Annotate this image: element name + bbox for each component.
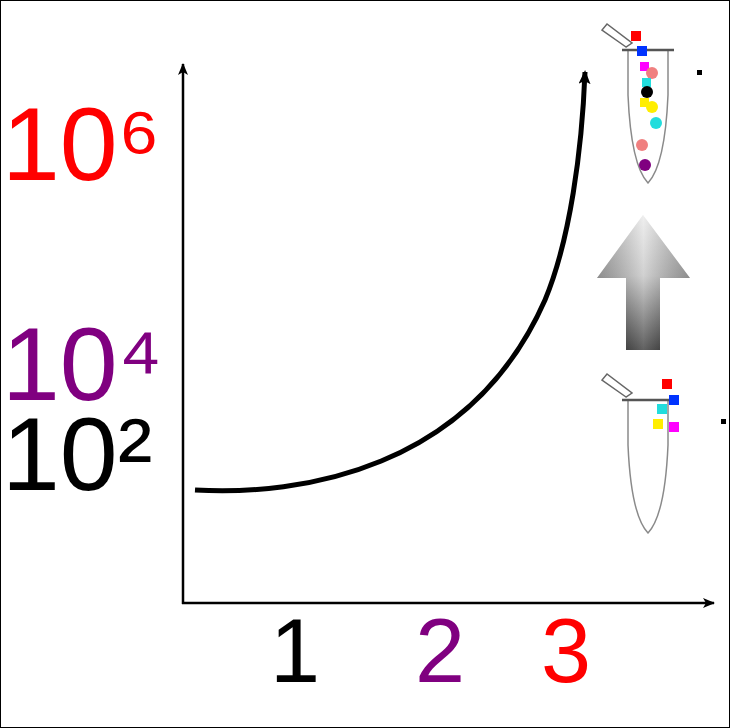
- axis-tick-label: 3: [541, 606, 591, 696]
- axis-tick-label: 2: [415, 606, 465, 696]
- growth-curve: [195, 72, 585, 491]
- growth-arrow: [597, 215, 690, 350]
- x-axis: [182, 602, 714, 605]
- marker-dot: [697, 70, 702, 75]
- axis-tick-label: 10²: [2, 402, 152, 506]
- marker-dot: [721, 419, 726, 424]
- full-tube: [602, 24, 674, 183]
- sparse-tube: [602, 374, 679, 533]
- axis-tick-label: 10⁴: [2, 312, 162, 416]
- axis-tick-label: 10⁶: [2, 92, 161, 196]
- axis-tick-label: 1: [270, 606, 320, 696]
- y-axis: [182, 64, 185, 604]
